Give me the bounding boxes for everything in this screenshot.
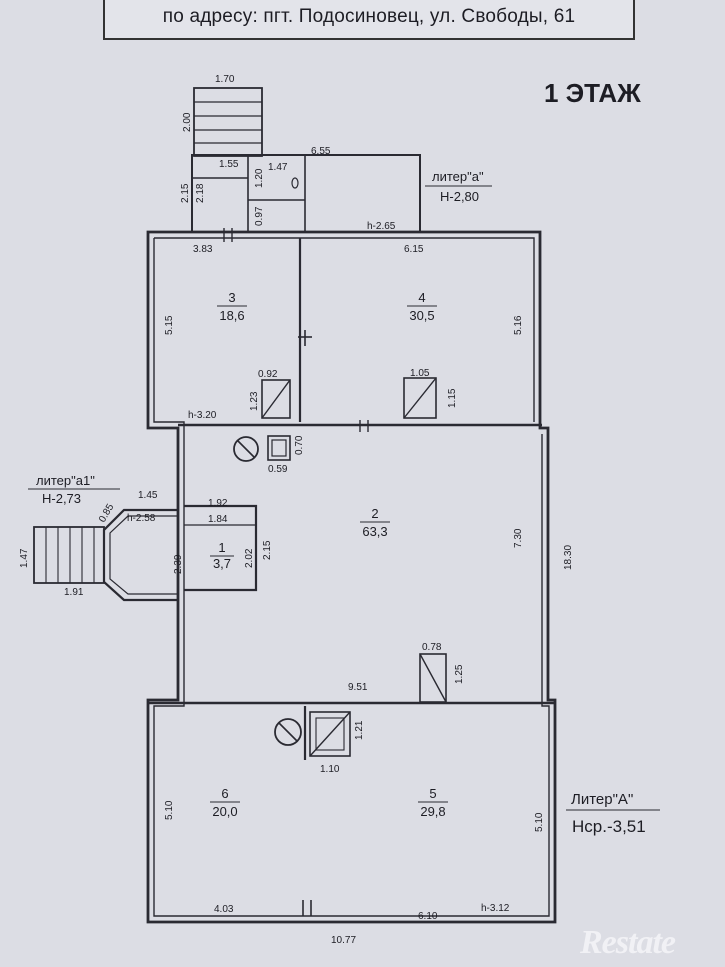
dim-room1-h3: 2.15 (262, 540, 273, 560)
dim-room3-height: 5.15 (164, 315, 175, 335)
dim-vest-height: 1.20 (254, 168, 265, 188)
chimney-circle (233, 436, 259, 462)
liter-a-height: Н-2,80 (440, 189, 479, 204)
room1-number: 1 (218, 540, 225, 555)
restate-watermark: Restate (580, 924, 676, 961)
room3-number: 3 (228, 290, 235, 305)
room6-area: 20,0 (212, 804, 237, 819)
dim-porch-l1: 2.15 (180, 183, 191, 203)
dim-chimney-width: 0.59 (268, 464, 288, 475)
dim-stove3-width: 0.92 (258, 369, 278, 380)
room4-area: 30,5 (409, 308, 434, 323)
dim-stove5-width: 1.10 (320, 764, 340, 775)
dim-steps-width: 1.91 (64, 587, 84, 598)
room2-number: 2 (371, 506, 378, 521)
dim-wc-height: 0.97 (254, 206, 265, 226)
stove-room4 (403, 377, 437, 419)
stove-room5 (309, 711, 351, 757)
dim-porch-a1-width: 1.45 (138, 490, 158, 501)
address-line: по адресу: пгт. Подосиновец, ул. Свободы… (162, 6, 576, 27)
dim-room1-width1: 1.92 (208, 498, 228, 509)
dim-stove4-height: 1.15 (447, 388, 458, 408)
dim-room3-width: 3.83 (193, 244, 213, 255)
liter-a1-name: литер"а1" (36, 473, 95, 488)
liter-A-name: Литер"А" (571, 791, 633, 808)
dim-wc-width: 1.47 (268, 162, 288, 173)
dim-stove3-height: 1.23 (249, 391, 260, 411)
dim-stove5-height: 1.21 (354, 720, 365, 740)
dim-room2-width: 9.51 (348, 682, 368, 693)
liter-a-name: литер"а" (432, 169, 484, 184)
room3-area: 18,6 (219, 308, 244, 323)
chimney-lower (274, 718, 302, 746)
dim-vest-width: 1.55 (219, 159, 239, 170)
liter-a1-height: Н-2,73 (42, 491, 81, 506)
dim-stove2-width: 0.78 (422, 642, 442, 653)
main-building-outline (146, 230, 557, 924)
dim-room1-h2: 2.02 (244, 548, 255, 568)
dim-stove2-height: 1.25 (454, 664, 465, 684)
dim-room4-width: 6.15 (404, 244, 424, 255)
stove-room3 (261, 379, 291, 419)
room4-number: 4 (418, 290, 425, 305)
dim-porch-l2: 2.18 (195, 183, 206, 203)
dim-room5-height: 5.10 (534, 812, 545, 832)
room2-area: 63,3 (362, 524, 387, 539)
dim-room2-height: 7.30 (513, 528, 524, 548)
room5-number: 5 (429, 786, 436, 801)
room6-number: 6 (221, 786, 228, 801)
dim-total-height: 18.30 (563, 545, 574, 570)
top-stair (193, 87, 263, 157)
dim-stair-width: 1.70 (215, 74, 235, 85)
height-porch-a: h-2.65 (367, 221, 396, 232)
address-banner: по адресу: пгт. Подосиновец, ул. Свободы… (103, 0, 635, 40)
floor-title: 1 ЭТАЖ (544, 78, 641, 108)
dim-room6-width: 4.03 (214, 904, 234, 915)
room1-area: 3,7 (213, 556, 231, 571)
room1-walls (184, 504, 258, 592)
room5-area: 29,8 (420, 804, 445, 819)
height-porch-a1: h-2.58 (127, 513, 156, 524)
height-room5: h-3.12 (481, 903, 510, 914)
dim-total-width: 10.77 (331, 935, 356, 946)
dim-porch-total: 6.55 (311, 146, 331, 157)
dim-chimney-height: 0.70 (294, 435, 305, 455)
dim-stove4-width: 1.05 (410, 368, 430, 379)
dim-room6-height: 5.10 (164, 800, 175, 820)
dim-room4-height: 5.16 (513, 315, 524, 335)
dim-steps-length: 1.47 (19, 548, 30, 568)
chimney-box (267, 435, 291, 461)
dim-room1-h1: 2.39 (173, 554, 184, 574)
side-steps (33, 526, 105, 584)
dim-stair-length: 2.00 (182, 112, 193, 132)
dim-room5-width: 6.10 (418, 911, 438, 922)
dim-room1-width2: 1.84 (208, 514, 228, 525)
liter-A-height: Нср.-3,51 (572, 817, 646, 836)
height-room3: h-3.20 (188, 410, 217, 421)
